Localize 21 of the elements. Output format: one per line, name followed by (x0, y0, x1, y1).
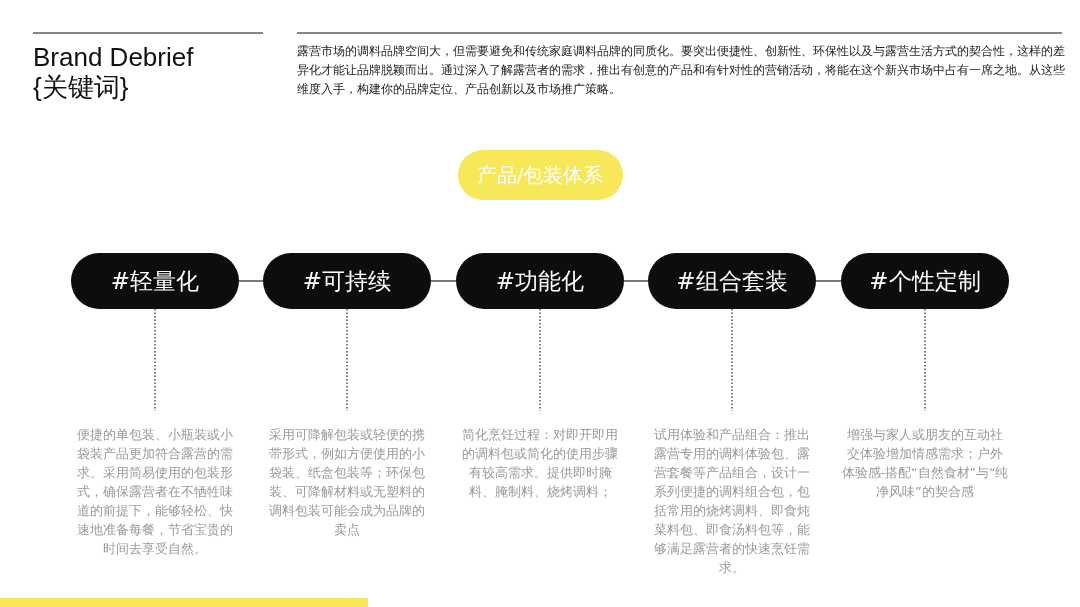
keyword-pill: #个性定制 (841, 253, 1009, 309)
keyword-pill: #轻量化 (71, 253, 239, 309)
connector-line (815, 280, 842, 282)
keyword-pill: #功能化 (456, 253, 624, 309)
connector-line (623, 280, 649, 282)
keyword-pill: #可持续 (263, 253, 431, 309)
connector-line (430, 280, 457, 282)
dotted-connector (154, 308, 156, 412)
title: Brand Debrief {关键词} (33, 42, 195, 102)
dotted-connector (731, 308, 733, 412)
dotted-connector (539, 308, 541, 412)
dotted-connector (924, 308, 926, 412)
connector-line (238, 280, 264, 282)
description-text: 简化烹饪过程：对即开即用的调料包或简化的使用步骤有较高需求。提供即时腌料、腌制料、烧烤调料； (456, 425, 624, 501)
intro-paragraph: 露营市场的调料品牌空间大，但需要避免和传统家庭调料品牌的同质化。要突出便捷性、创新性、环保性以及与露营生活方式的契合性，这样的差异化才能让品牌脱颖而出。通过深入了解露营者的需求，推出有创意的产品和有针对性的营销活动，将能在这个新兴市场中占有一席之地。从这些维度入手，构建你的品牌定位、产品创新以及市场推广策略。 (297, 43, 1066, 98)
description-text: 采用可降解包装或轻便的携带形式，例如方便使用的小袋装、纸盒包装等；环保包装、可降解材料或无塑料的调料包装可能会成为品牌的卖点 (263, 425, 431, 539)
dotted-connector (346, 308, 348, 412)
category-pill: 产品/包装体系 (457, 150, 623, 200)
description-text: 增强与家人或朋友的互动社交体验增加情感需求；户外体验感-搭配“自然食材”与“纯净风味”的契合感 (841, 425, 1009, 501)
keyword-pill: #组合套装 (648, 253, 816, 309)
description-text: 便捷的单包装、小瓶装或小袋装产品更加符合露营的需求。采用简易使用的包装形式，确保露营者在不牺牲味道的前提下，能够轻松、快速地准备每餐，节省宝贵的时间去享受自然。 (71, 425, 239, 558)
